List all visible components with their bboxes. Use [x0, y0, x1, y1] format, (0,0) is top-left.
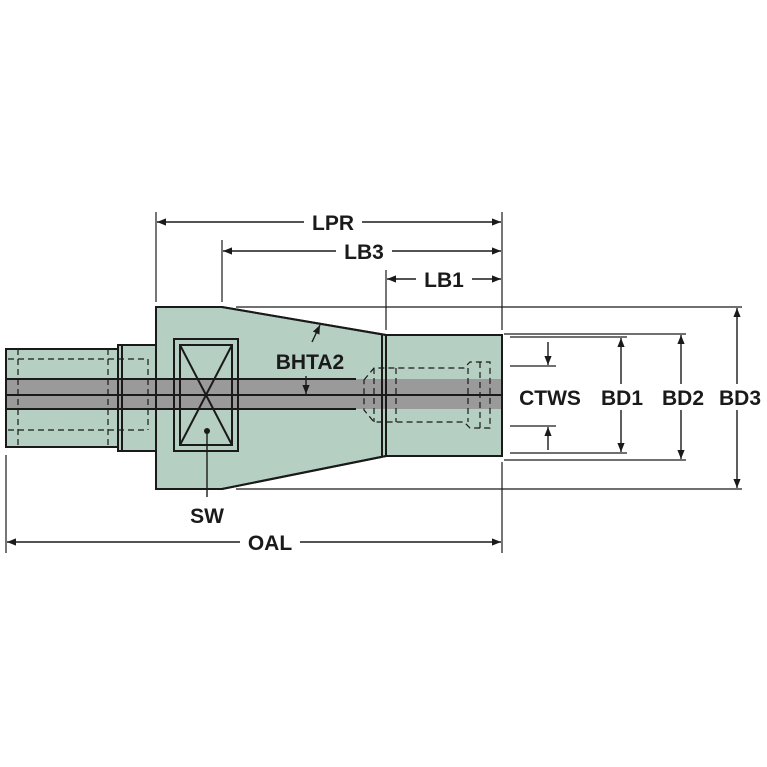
label-ctws: CTWS	[519, 387, 581, 410]
label-bd2: BD2	[662, 387, 704, 410]
wrench-flat	[173, 338, 239, 497]
tool-body	[5, 306, 503, 490]
label-bd1: BD1	[601, 387, 643, 410]
hidden-lines	[8, 349, 491, 447]
label-lb1: LB1	[424, 269, 464, 292]
label-lpr: LPR	[312, 212, 354, 235]
label-lb3: LB3	[344, 241, 384, 264]
label-bhta2: BHTA2	[276, 351, 344, 374]
bhta2-leader-top	[311, 324, 321, 343]
label-oal: OAL	[248, 532, 293, 555]
label-bd3: BD3	[719, 387, 761, 410]
dimension-labels: LPR LB3 LB1 BHTA2 CTWS BD1 BD2 BD3 SW OA…	[190, 208, 766, 555]
label-sw: SW	[190, 505, 224, 528]
extension-lines	[5, 212, 742, 553]
